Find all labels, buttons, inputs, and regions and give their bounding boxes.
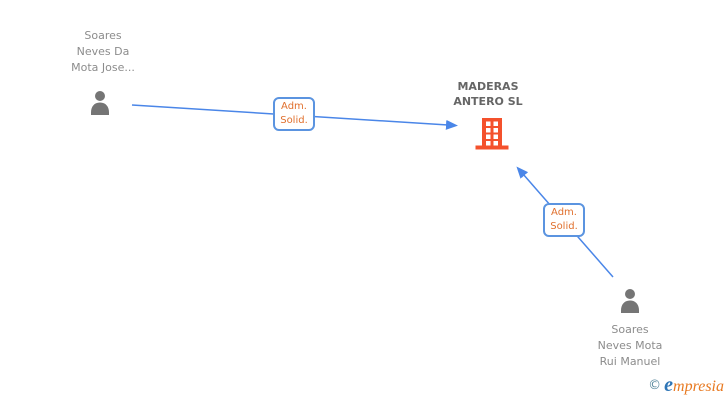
logo-brand-rest: mpresia <box>673 378 724 395</box>
logo-brand-initial: e <box>664 374 674 396</box>
node-label-person2[interactable]: Soares Neves Mota Rui Manuel <box>597 323 663 368</box>
empresia-logo[interactable]: ©empresia <box>648 374 724 398</box>
edge-label-adm-solid-1: Adm. Solid. <box>273 97 315 131</box>
person-icon[interactable] <box>86 89 114 117</box>
edge-label-adm-solid-2: Adm. Solid. <box>543 203 585 237</box>
person-icon[interactable] <box>616 287 644 315</box>
node-label-company[interactable]: MADERAS ANTERO SL <box>453 80 523 108</box>
building-icon[interactable] <box>474 116 510 152</box>
node-label-person1[interactable]: Soares Neves Da Mota Jose... <box>71 29 135 74</box>
copyright-icon: © <box>648 378 662 393</box>
